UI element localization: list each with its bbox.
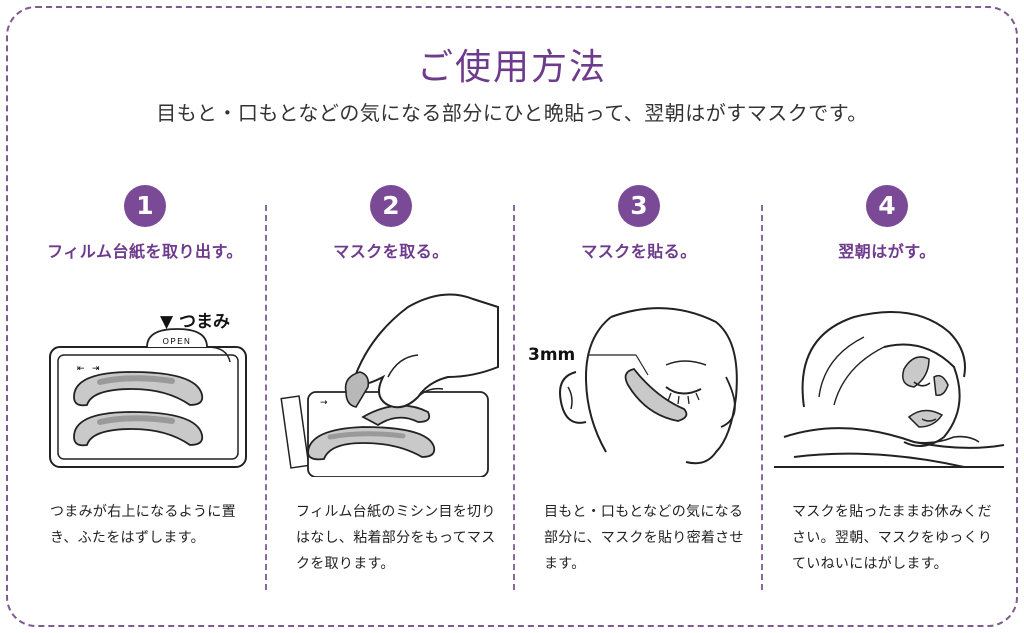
page-subtitle: 目もと・口もとなどの気になる部分にひと晩貼って、翌朝はがすマスクです。 [156, 101, 868, 125]
step-number-badge: 3 [618, 185, 660, 227]
film-tray-illustration: OPEN ⇤ ⇥ [22, 277, 268, 477]
dashed-border-frame [6, 6, 1018, 627]
apply-mask-illustration [516, 277, 762, 477]
step-4: 4 翌朝はがす。 マスクを貼ったままお休みください。翌朝、マスクをゆっくりていね… [764, 185, 1010, 595]
step-heading: マスクを貼る。 [581, 242, 697, 261]
step-number-badge: 4 [866, 185, 908, 227]
tab-label: ▼ つまみ [160, 312, 230, 332]
sleeping-woman-illustration [764, 277, 1010, 477]
step-heading: 翌朝はがす。 [838, 242, 936, 261]
step-divider [761, 205, 763, 590]
step-heading: マスクを取る。 [333, 242, 449, 261]
step-number-badge: 1 [124, 185, 166, 227]
step-heading: フィルム台紙を取り出す。 [47, 242, 243, 261]
size-label: 3mm [528, 345, 576, 365]
step-description: 目もと・口もとなどの気になる部分に、マスクを貼り密着させます。 [544, 504, 744, 572]
svg-text:⇥: ⇥ [92, 364, 100, 374]
svg-text:⇤: ⇤ [77, 364, 85, 374]
step-description: フィルム台紙のミシン目を切りはなし、粘着部分をもってマスクを取ります。 [296, 504, 496, 572]
step-3: 3 マスクを貼る。 3mm 目もと・口もとなどの気になる部分に、マスクを貼り密着… [516, 185, 762, 595]
remove-mask-illustration: → [268, 277, 514, 478]
step-1: 1 フィルム台紙を取り出す。 OPEN ⇤ ⇥ ▼ つまみ つまみが右上になるよ… [22, 185, 268, 595]
step-divider [265, 205, 267, 590]
step-2: 2 マスクを取る。 → フィルム台紙のミシン目を切りはなし、粘着部分をもってマス… [268, 185, 514, 595]
svg-text:→: → [320, 398, 328, 408]
page-title: ご使用方法 [416, 47, 607, 88]
step-divider [513, 205, 515, 590]
open-tab-label: OPEN [163, 337, 192, 346]
step-number-badge: 2 [370, 185, 412, 227]
step-description: つまみが右上になるように置き、ふたをはずします。 [50, 504, 236, 546]
step-description: マスクを貼ったままお休みください。翌朝、マスクをゆっくりていねいにはがします。 [792, 504, 993, 572]
